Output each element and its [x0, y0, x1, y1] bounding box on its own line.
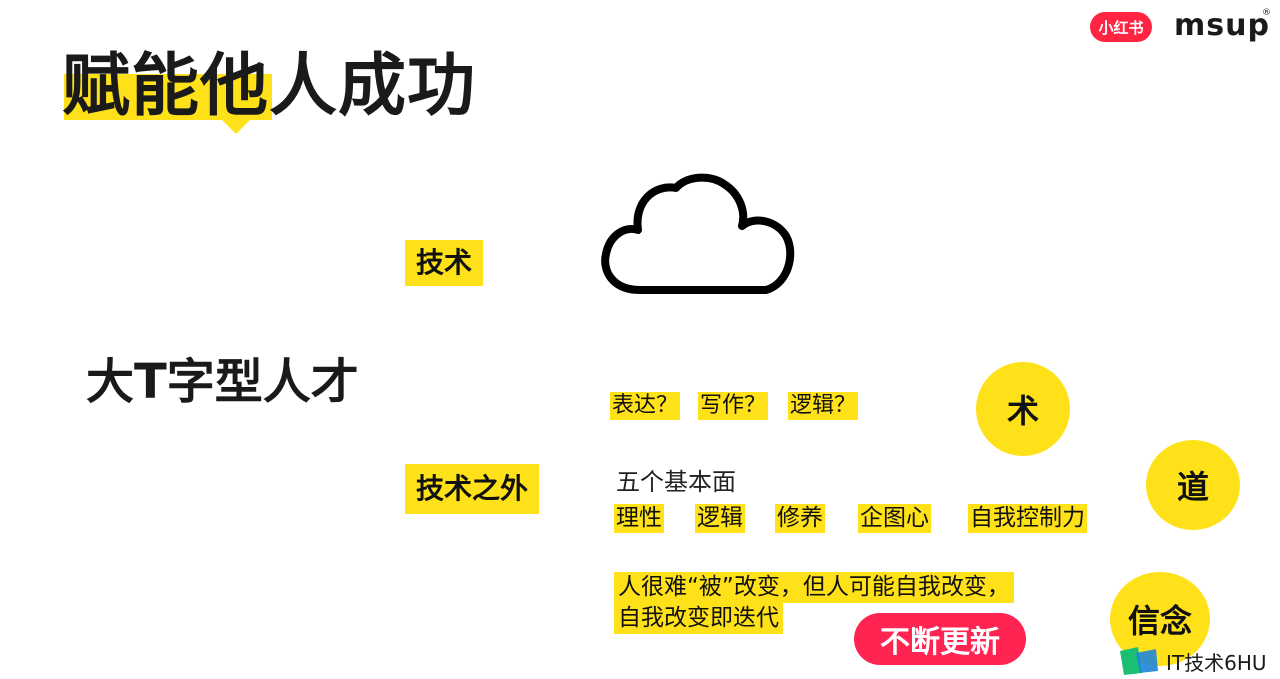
basic-rationality: 理性	[614, 504, 664, 533]
basic-logic: 逻辑	[695, 504, 745, 533]
circle-technique: 术	[976, 362, 1070, 456]
question-writing: 写作？	[698, 392, 769, 420]
big-t-talent-label: 大T字型人才	[86, 354, 359, 410]
self-change-quote: 人很难“被”改变，但人可能自我改变， 自我改变即迭代	[614, 572, 1054, 634]
watermark-label: IT技术6HU	[1166, 650, 1267, 675]
msup-registered-mark: ®	[1262, 8, 1271, 18]
title-highlight	[64, 74, 272, 134]
msup-logo: msup	[1174, 8, 1270, 43]
quote-line: 自我改变即迭代	[614, 603, 783, 634]
keep-updating-badge: 不断更新	[854, 613, 1026, 665]
question-logic: 逻辑？	[788, 392, 859, 420]
circle-dao: 道	[1146, 440, 1240, 530]
watermark-logo-icon	[1120, 647, 1158, 675]
slide-title: 赋能他人成功	[62, 47, 477, 126]
tag-beyond-technology: 技术之外	[405, 464, 540, 514]
tag-technology: 技术	[405, 240, 484, 286]
question-expression: 表达？	[610, 392, 681, 420]
basic-ambition: 企图心	[858, 504, 931, 533]
basic-cultivation: 修养	[775, 504, 825, 533]
watermark: IT技术6HU	[1118, 646, 1267, 676]
five-basics-label: 五个基本面	[616, 468, 736, 496]
quote-line: 人很难“被”改变，但人可能自我改变，	[614, 572, 1014, 603]
cloud-icon	[601, 173, 795, 294]
xiaohongshu-logo: 小红书	[1090, 12, 1152, 42]
basic-self-control: 自我控制力	[968, 504, 1087, 533]
